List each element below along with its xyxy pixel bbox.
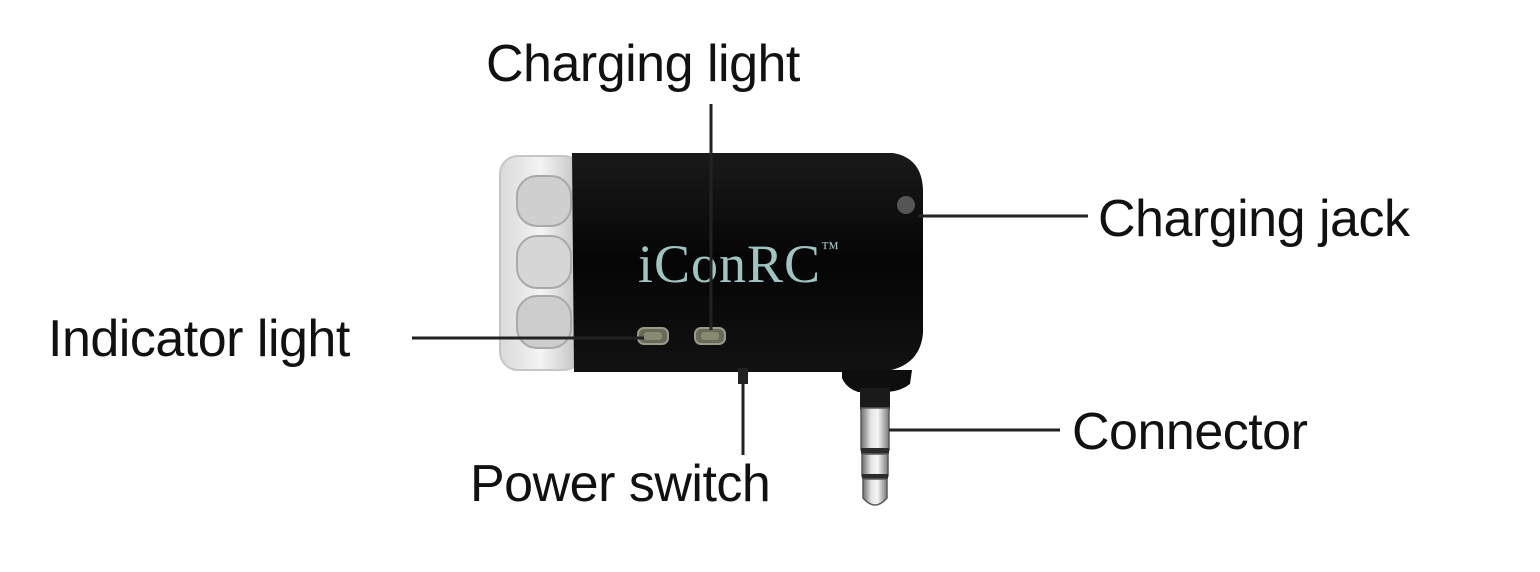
callout-charging-jack: Charging jack — [1098, 190, 1410, 248]
device-body — [572, 153, 923, 372]
callout-power-switch: Power switch — [470, 455, 771, 513]
callout-connector: Connector — [1072, 403, 1308, 461]
charging-jack-port — [897, 196, 915, 214]
audio-connector-plug — [842, 370, 912, 506]
brand-logo: iConRC™ — [638, 234, 840, 294]
callout-indicator-light: Indicator light — [48, 310, 350, 368]
callout-charging-light: Charging light — [486, 35, 800, 93]
indicator-light-led — [637, 327, 669, 345]
brand-logo-text: iConRC — [638, 234, 821, 294]
leader-lines — [412, 104, 1088, 455]
brand-logo-mark: ™ — [821, 238, 840, 258]
charging-light-led — [694, 327, 726, 345]
led-cap — [499, 155, 583, 371]
